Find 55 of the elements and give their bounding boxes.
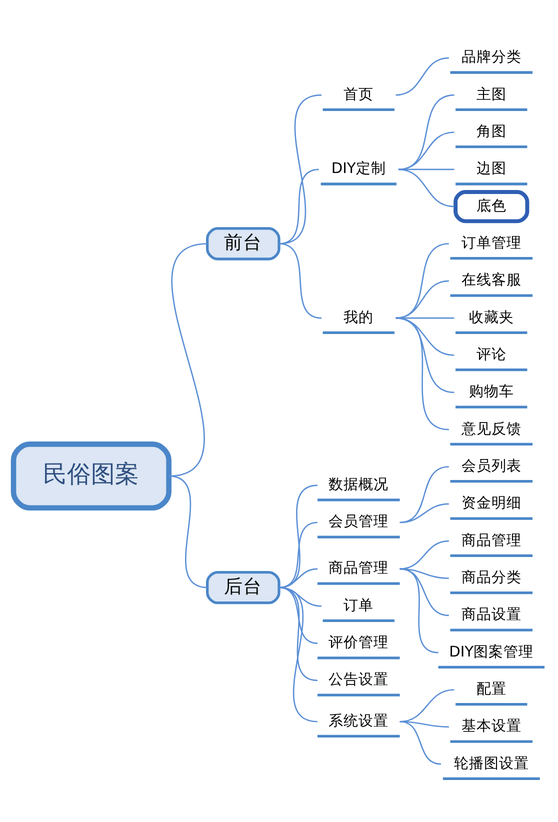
- connector: [400, 568, 438, 654]
- connector: [400, 466, 449, 524]
- connector: [396, 243, 450, 319]
- node-text: 意见反馈: [461, 420, 522, 438]
- connector: [168, 475, 208, 588]
- node-text: 订单: [344, 596, 374, 614]
- node-box: 前台: [206, 227, 280, 260]
- node-text: 在线客服: [461, 272, 522, 289]
- node-text: 会员列表: [461, 457, 522, 474]
- node-box: 民俗图案: [10, 442, 172, 511]
- node-text: 资金明细: [461, 494, 522, 512]
- node-text: 我的: [344, 308, 374, 326]
- connector: [400, 503, 449, 524]
- connector: [398, 168, 454, 208]
- node-text: 公告设置: [328, 671, 389, 688]
- connector: [278, 522, 318, 588]
- node-text: 购物车: [468, 383, 514, 400]
- node-box: 底色: [454, 190, 530, 224]
- node-text: 基本设置: [461, 718, 522, 735]
- node-text: 主图: [476, 86, 506, 103]
- node-text: 角图: [476, 122, 506, 140]
- node-text: 品牌分类: [461, 48, 522, 66]
- node-text: 商品设置: [461, 606, 522, 624]
- connector: [278, 586, 318, 722]
- node-text: 商品管理: [328, 560, 389, 577]
- connector: [400, 689, 454, 722]
- node-text: 配置: [476, 680, 506, 698]
- connector: [396, 317, 450, 430]
- connector: [400, 540, 449, 570]
- connector: [278, 568, 318, 588]
- connector: [396, 57, 449, 96]
- node-text: 边图: [476, 160, 506, 178]
- connector: [168, 243, 208, 477]
- connector: [398, 94, 454, 170]
- node-box: 后台: [206, 570, 280, 604]
- node-text: 收藏夹: [468, 308, 514, 326]
- connector: [278, 586, 318, 682]
- node-text: 商品分类: [461, 568, 522, 586]
- node-text: 评论: [476, 346, 506, 363]
- connector: [398, 132, 454, 170]
- node-text: 系统设置: [328, 712, 389, 730]
- node-text: 商品管理: [461, 532, 522, 549]
- connector: [400, 720, 442, 765]
- node-text: 首页: [344, 86, 374, 103]
- connector: [278, 484, 318, 588]
- connector: [398, 168, 454, 170]
- node-text: 评价管理: [328, 634, 389, 652]
- node-text: 轮播图设置: [454, 754, 529, 772]
- node-text: DIY图案管理: [449, 643, 534, 660]
- node-text: 数据概况: [328, 476, 389, 494]
- node-text: DIY定制: [331, 160, 386, 178]
- node-text: 会员管理: [328, 513, 389, 530]
- node-text: 订单管理: [461, 234, 522, 252]
- connector: [396, 280, 449, 319]
- connector: [278, 243, 322, 319]
